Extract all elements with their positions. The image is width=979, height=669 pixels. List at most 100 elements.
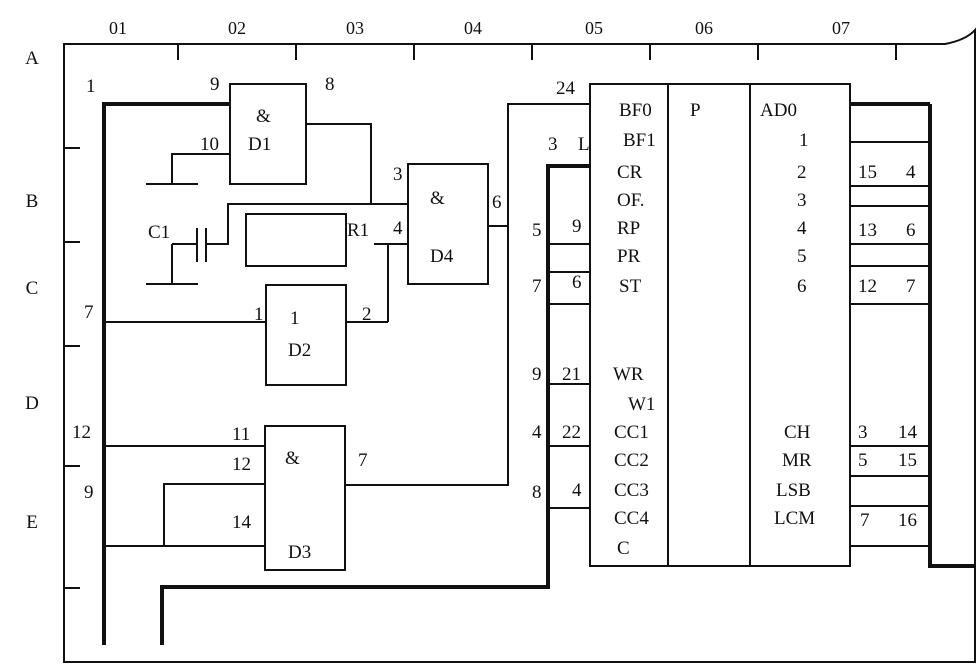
pin-number: 5	[858, 450, 868, 471]
gate-d1-pin: 9	[210, 74, 220, 95]
chip-left-pin: WR	[613, 364, 644, 385]
wires	[104, 103, 930, 547]
gate-d3: & D3 11 12 14 7	[232, 424, 368, 571]
chip-p-body	[589, 83, 851, 567]
gate-d2-pin: 1	[254, 304, 264, 325]
resistor-r1	[245, 213, 347, 267]
pin-number: 8	[532, 482, 542, 503]
chip-left-pin: PR	[617, 246, 641, 267]
grid-ticks	[64, 44, 897, 589]
chip-left-pin: CC4	[614, 508, 649, 529]
chip-right-numbers: 15 4 13 6 12 7 3 14 5 15 7 16	[858, 162, 918, 531]
row-label: A	[25, 48, 39, 69]
column-label: 04	[464, 18, 482, 38]
chip-left-pin: OF.	[617, 190, 645, 211]
chip-p: P BF0 BF1 CR OF. RP PR ST WR W1 CC1 CC2 …	[589, 83, 851, 567]
gate-d1-pin: 8	[325, 74, 335, 95]
chip-left-pin: CC2	[614, 450, 649, 471]
pin-number: 7	[532, 276, 542, 297]
pin-number: 3	[548, 134, 558, 155]
gate-d3-pin: 12	[232, 454, 251, 475]
pin-number: 4	[572, 480, 582, 501]
row-label: E	[26, 512, 38, 533]
column-label: 06	[695, 18, 713, 38]
gate-d3-symbol: &	[285, 448, 300, 469]
pin-number: L	[578, 134, 590, 155]
chip-right-pin: LCM	[774, 508, 815, 529]
chip-right-pin: 2	[797, 162, 807, 183]
chip-right-pin: MR	[782, 450, 812, 471]
chip-left-pin: W1	[628, 394, 655, 415]
chip-p-name: P	[690, 100, 701, 121]
gate-d4-symbol: &	[430, 188, 445, 209]
gate-d2-body	[265, 284, 347, 386]
pin-number: 24	[556, 78, 576, 99]
pin-number: 7	[906, 276, 916, 297]
left-bus-labels: 1 7 12 9	[72, 76, 96, 503]
column-label: 01	[109, 18, 127, 38]
pin-number: 15	[858, 162, 877, 183]
column-label: 07	[832, 18, 850, 38]
gate-d3-pin: 11	[232, 424, 250, 445]
gate-d4-pin: 4	[393, 218, 403, 239]
outer-frame	[63, 27, 976, 663]
bus-label: 12	[72, 422, 91, 443]
gate-d3-name: D3	[288, 542, 311, 563]
gate-d4-pin: 6	[492, 192, 502, 213]
row-label: D	[25, 393, 39, 414]
chip-left-pin: CR	[617, 162, 643, 183]
pin-number: 6	[572, 272, 582, 293]
gate-d1: & D1 9 10 8	[200, 74, 335, 185]
column-label: 05	[585, 18, 603, 38]
chip-left-pin: CC3	[614, 480, 649, 501]
resistor-label: R1	[347, 220, 369, 241]
chip-right-pin: LSB	[776, 480, 811, 501]
pin-number: 3	[858, 422, 868, 443]
pin-number: 5	[532, 220, 542, 241]
chip-left-pin: ST	[619, 276, 642, 297]
chip-right-pin: 3	[797, 190, 807, 211]
chip-right-pin: CH	[784, 422, 811, 443]
column-label: 02	[228, 18, 246, 38]
chip-left-pin: BF0	[619, 100, 652, 121]
bus-lines	[102, 102, 975, 645]
pin-number: 7	[860, 510, 870, 531]
passives: C1 R1	[148, 213, 369, 267]
gate-d1-pin: 10	[200, 134, 219, 155]
pin-number: 21	[562, 364, 581, 385]
pin-number: 4	[532, 422, 542, 443]
pin-number: 4	[906, 162, 916, 183]
gate-d4-body	[407, 163, 489, 285]
column-label: 03	[346, 18, 364, 38]
pin-number: 13	[858, 220, 877, 241]
gate-d2-pin: 2	[362, 304, 372, 325]
gate-d3-body	[264, 425, 346, 571]
chip-left-numbers: 24 3 L 5 9 7 6 9 21 4 22 8 4	[532, 78, 590, 503]
chip-left-pin: RP	[617, 218, 640, 239]
chip-right-pin: 1	[799, 130, 809, 151]
gate-d2-symbol: 1	[290, 308, 300, 329]
gate-d3-pin: 7	[358, 450, 368, 471]
pin-number: 22	[562, 422, 581, 443]
pin-number: 12	[858, 276, 877, 297]
chip-right-pin: 6	[797, 276, 807, 297]
gate-d1-body	[229, 83, 307, 185]
capacitor-label: C1	[148, 222, 170, 243]
row-labels: A B C D E	[25, 48, 39, 533]
gate-d4: & D4 3 4 6	[393, 163, 502, 285]
row-label: C	[26, 278, 39, 299]
bus-label: 1	[86, 76, 96, 97]
pin-number: 9	[572, 216, 582, 237]
chip-left-pin: BF1	[623, 130, 656, 151]
gate-d4-name: D4	[430, 246, 454, 267]
chip-left-pin: CC1	[614, 422, 649, 443]
pin-number: 16	[898, 510, 917, 531]
gate-d1-name: D1	[248, 134, 271, 155]
gate-d3-pin: 14	[232, 512, 252, 533]
chip-right-pin: AD0	[760, 100, 797, 121]
gate-d2: 1 D2 1 2	[254, 284, 372, 386]
column-labels: 01 02 03 04 05 06 07	[109, 18, 850, 38]
chip-left-pin: C	[617, 538, 630, 559]
